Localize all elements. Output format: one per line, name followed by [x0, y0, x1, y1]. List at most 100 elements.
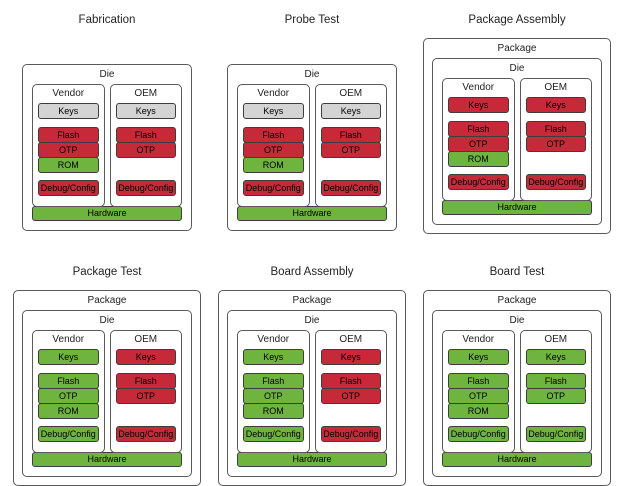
- die-label: Die: [509, 315, 525, 326]
- panel-title: Probe Test: [284, 14, 340, 26]
- box-keys: Keys: [320, 349, 381, 365]
- box-flash: Flash: [448, 373, 509, 389]
- box-debug-config: Debug/Config: [115, 180, 176, 196]
- box-flash: Flash: [320, 373, 381, 389]
- box-keys: Keys: [38, 349, 99, 365]
- box-keys: Keys: [243, 103, 304, 119]
- box-otp: OTP: [38, 388, 99, 404]
- box-debug-config: Debug/Config: [243, 180, 304, 196]
- box-keys: Keys: [243, 349, 304, 365]
- box-keys: Keys: [320, 103, 381, 119]
- box-otp: OTP: [38, 142, 99, 158]
- box-debug-config: Debug/Config: [525, 426, 586, 442]
- box-keys: Keys: [448, 97, 509, 113]
- box-rom: ROM: [243, 157, 304, 173]
- hardware-bar: Hardware: [32, 452, 182, 467]
- die-label: Die: [99, 69, 115, 80]
- box-otp: OTP: [525, 388, 586, 404]
- box-flash: Flash: [38, 373, 99, 389]
- box-otp: OTP: [448, 136, 509, 152]
- box-debug-config: Debug/Config: [320, 180, 381, 196]
- box-otp: OTP: [243, 388, 304, 404]
- column-label: Vendor: [257, 88, 290, 99]
- box-otp: OTP: [448, 388, 509, 404]
- box-flash: Flash: [115, 127, 176, 143]
- box-rom: ROM: [38, 403, 99, 419]
- box-keys: Keys: [525, 349, 586, 365]
- box-keys: Keys: [525, 97, 586, 113]
- box-otp: OTP: [115, 388, 176, 404]
- column-label: OEM: [544, 334, 568, 345]
- box-flash: Flash: [320, 127, 381, 143]
- box-debug-config: Debug/Config: [38, 426, 99, 442]
- panel-title: Board Assembly: [270, 266, 354, 278]
- package-label: Package: [87, 295, 127, 306]
- hardware-bar: Hardware: [442, 452, 592, 467]
- die-label: Die: [99, 315, 115, 326]
- box-flash: Flash: [525, 373, 586, 389]
- box-flash: Flash: [243, 127, 304, 143]
- box-rom: ROM: [38, 157, 99, 173]
- box-keys: Keys: [115, 103, 176, 119]
- hardware-bar: Hardware: [442, 200, 592, 215]
- box-otp: OTP: [243, 142, 304, 158]
- panel-title: Package Assembly: [468, 14, 566, 26]
- box-keys: Keys: [38, 103, 99, 119]
- column-label: OEM: [544, 82, 568, 93]
- box-debug-config: Debug/Config: [448, 426, 509, 442]
- column-label: OEM: [134, 88, 158, 99]
- hardware-bar: Hardware: [32, 206, 182, 221]
- column-label: OEM: [339, 88, 363, 99]
- die-label: Die: [304, 315, 320, 326]
- box-rom: ROM: [243, 403, 304, 419]
- box-flash: Flash: [525, 121, 586, 137]
- hardware-bar: Hardware: [237, 452, 387, 467]
- box-debug-config: Debug/Config: [115, 426, 176, 442]
- column-label: Vendor: [52, 334, 85, 345]
- box-debug-config: Debug/Config: [320, 426, 381, 442]
- panel-title: Fabrication: [78, 14, 136, 26]
- box-keys: Keys: [115, 349, 176, 365]
- box-otp: OTP: [525, 136, 586, 152]
- column-label: Vendor: [462, 82, 495, 93]
- box-flash: Flash: [38, 127, 99, 143]
